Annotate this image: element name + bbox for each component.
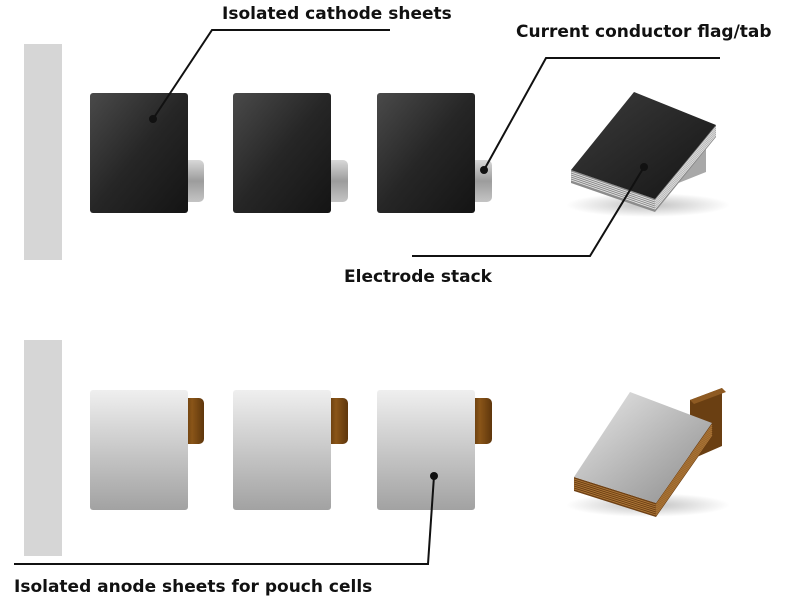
- leader-anode: [14, 475, 435, 565]
- cathode-electrode-stack: [566, 92, 730, 217]
- leader-tab: [483, 57, 720, 171]
- anode-sheet-2: [233, 390, 348, 510]
- leader-cathode-dot: [149, 115, 157, 123]
- cathode-sheet-2: [233, 93, 348, 213]
- leader-anode-dot: [430, 472, 438, 480]
- anode-sheets-label: Isolated anode sheets for pouch cells: [14, 577, 373, 597]
- leader-stack: [412, 166, 645, 257]
- anode-sheet-1: [90, 390, 204, 510]
- leader-stack-dot: [640, 163, 648, 171]
- cathode-sheet-3: [377, 93, 492, 213]
- leader-tab-dot: [480, 166, 488, 174]
- anode-electrode-stack: [566, 388, 730, 517]
- electrode-stack-label: Electrode stack: [344, 267, 492, 287]
- cathode-sheets-label: Isolated cathode sheets: [222, 4, 452, 24]
- cathode-base-plate: [24, 44, 62, 260]
- anode-base-plate: [24, 340, 62, 556]
- current-conductor-tab-label: Current conductor flag/tab: [516, 22, 772, 42]
- leader-cathode: [152, 29, 390, 120]
- cathode-sheet-1: [90, 93, 204, 213]
- anode-sheet-3: [377, 390, 492, 510]
